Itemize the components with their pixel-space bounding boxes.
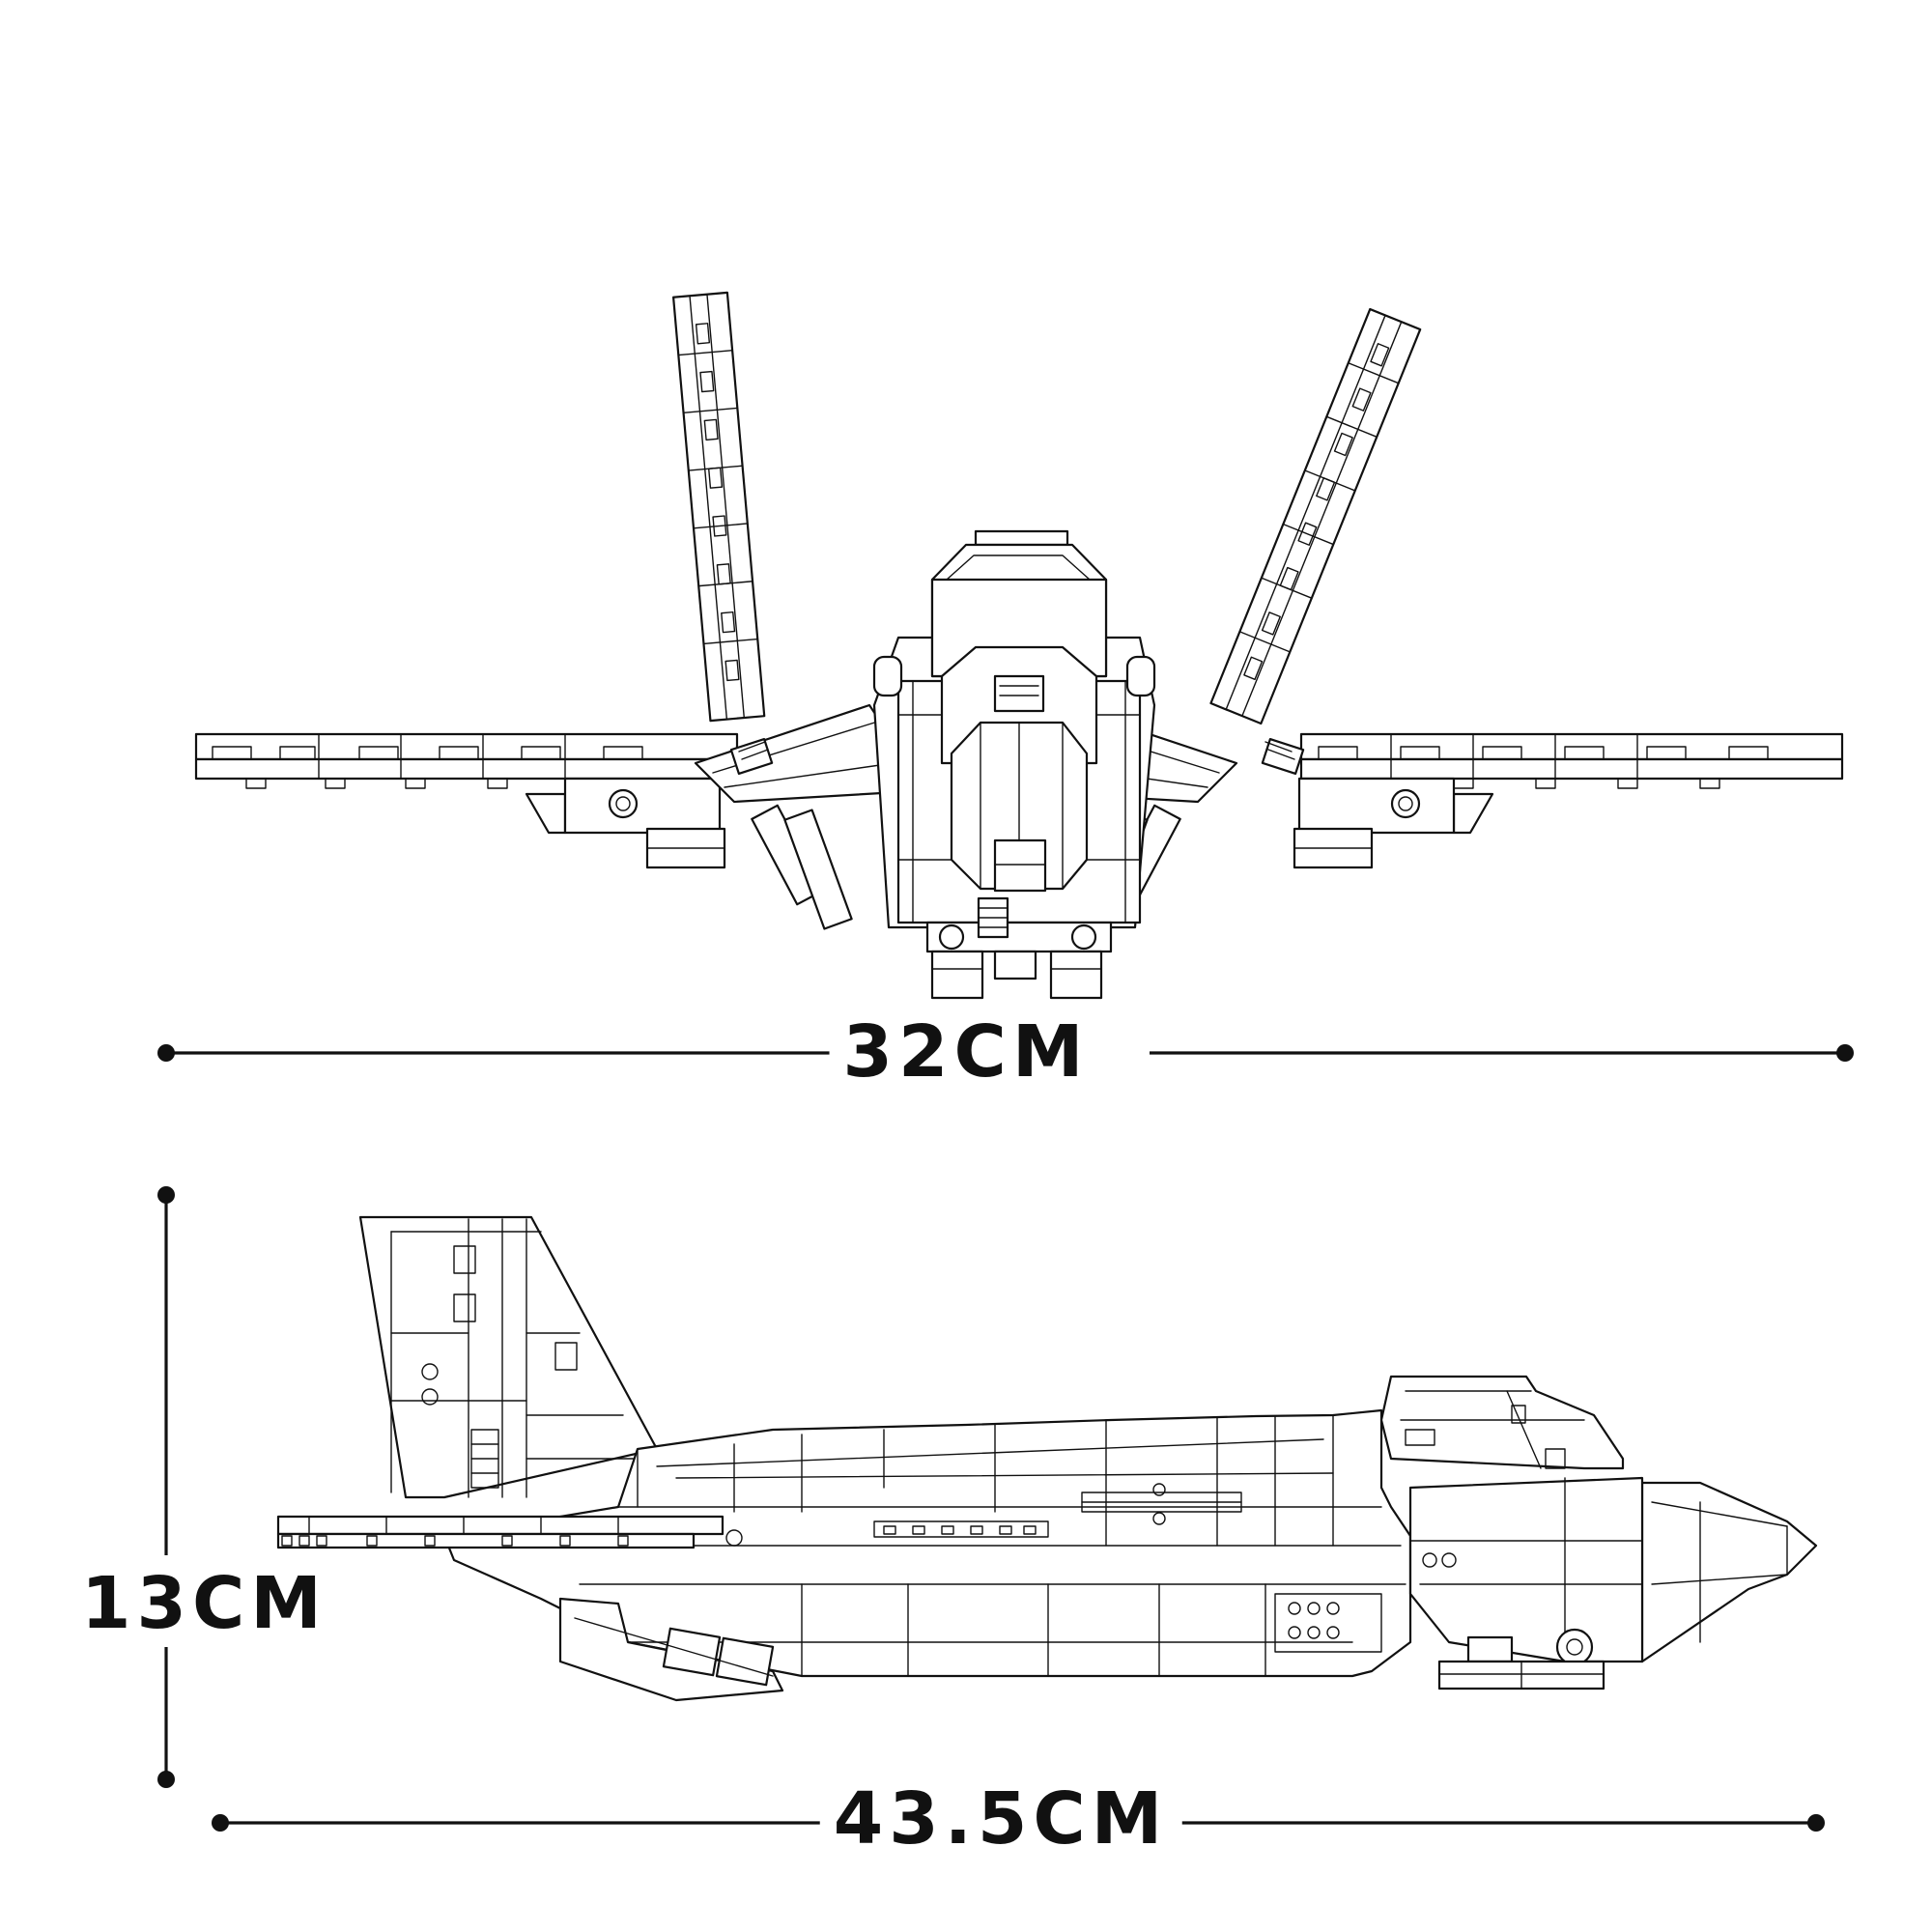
side-canopy [1379, 1375, 1625, 1470]
left-tail-fin [671, 291, 766, 723]
width-dimension-start-dot [157, 1044, 175, 1062]
width-label: 32CM [829, 1016, 1103, 1088]
side-tail-fin [358, 1215, 659, 1499]
length-dimension [212, 1814, 1825, 1832]
length-dimension-start-dot [212, 1814, 229, 1832]
side-landing-gear [1437, 1628, 1605, 1690]
height-dimension [157, 1186, 175, 1788]
height-dimension-top-dot [157, 1186, 175, 1204]
landing-gear-front [925, 896, 1113, 1000]
side-fuselage [442, 1408, 1412, 1678]
side-ventral [558, 1597, 784, 1702]
width-dimension-end-dot [1836, 1044, 1854, 1062]
left-intake [694, 703, 900, 930]
right-wing [1299, 732, 1844, 789]
nose-front [950, 721, 1089, 893]
length-label: 43.5CM [819, 1783, 1182, 1855]
left-pylon [525, 777, 726, 869]
side-nose [1408, 1476, 1818, 1663]
length-dimension-end-dot [1807, 1814, 1825, 1832]
right-tail-fin [1209, 307, 1422, 725]
side-wing [276, 1515, 743, 1549]
front-view [194, 291, 1844, 1000]
width-dimension [157, 1044, 1854, 1062]
left-wing [194, 732, 739, 789]
height-label: 13CM [81, 1562, 327, 1645]
height-dimension-bottom-dot [157, 1771, 175, 1788]
side-view [276, 1215, 1818, 1702]
right-pylon [1293, 777, 1494, 869]
